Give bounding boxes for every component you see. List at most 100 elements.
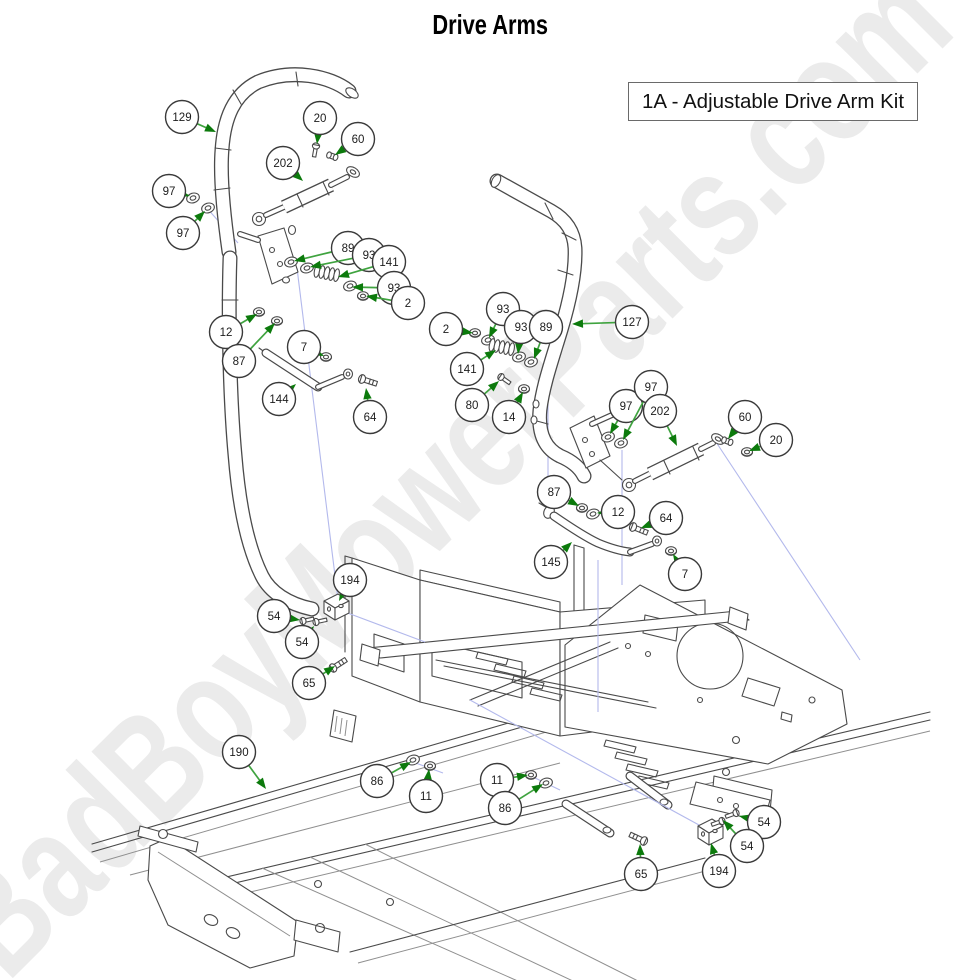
callout-65[interactable]: 65 <box>291 665 336 701</box>
page-title: Drive Arms <box>432 9 548 40</box>
vent-slot <box>603 739 637 754</box>
svg-text:97: 97 <box>620 401 633 413</box>
callout-20[interactable]: 20 <box>302 100 338 145</box>
callout-86[interactable]: 86 <box>487 784 544 826</box>
svg-text:97: 97 <box>163 186 176 198</box>
chassis-frame <box>91 544 931 980</box>
svg-text:194: 194 <box>340 575 360 587</box>
svg-text:80: 80 <box>466 400 479 412</box>
callout-2[interactable]: 2 <box>366 285 426 321</box>
callout-87[interactable]: 87 <box>221 323 276 379</box>
svg-text:54: 54 <box>296 637 309 649</box>
callout-14[interactable]: 14 <box>491 392 527 435</box>
svg-text:64: 64 <box>364 412 377 424</box>
callout-54[interactable]: 54 <box>739 804 782 840</box>
svg-text:86: 86 <box>371 776 384 788</box>
callout-87[interactable]: 87 <box>536 474 580 510</box>
left-damper-assembly <box>251 166 360 227</box>
svg-text:127: 127 <box>622 317 641 329</box>
callout-97[interactable]: 97 <box>165 211 206 251</box>
svg-text:14: 14 <box>503 412 516 424</box>
svg-text:194: 194 <box>709 866 729 878</box>
svg-text:12: 12 <box>220 327 233 339</box>
svg-text:190: 190 <box>229 747 248 759</box>
callout-7[interactable]: 7 <box>667 554 703 592</box>
callout-7[interactable]: 7 <box>286 329 325 365</box>
nut-glyph <box>664 546 678 556</box>
svg-text:86: 86 <box>499 803 512 815</box>
svg-text:65: 65 <box>303 678 316 690</box>
washer-glyph <box>184 190 202 206</box>
svg-text:87: 87 <box>233 356 246 368</box>
callout-64[interactable]: 64 <box>641 500 684 536</box>
callout-190[interactable]: 190 <box>221 734 267 790</box>
svg-text:202: 202 <box>273 158 292 170</box>
washer-glyph <box>612 436 630 450</box>
callout-12[interactable]: 12 <box>208 314 258 350</box>
callout-194[interactable]: 194 <box>701 843 737 889</box>
callout-80[interactable]: 80 <box>454 381 500 423</box>
callout-202[interactable]: 202 <box>265 145 304 182</box>
callout-20[interactable]: 20 <box>749 422 794 458</box>
callout-54[interactable]: 54 <box>256 598 301 634</box>
washer-glyph <box>298 261 316 275</box>
svg-text:145: 145 <box>541 557 560 569</box>
svg-text:54: 54 <box>758 817 771 829</box>
svg-text:60: 60 <box>739 412 752 424</box>
callout-2[interactable]: 2 <box>428 311 474 347</box>
svg-text:7: 7 <box>682 569 688 581</box>
callout-12[interactable]: 12 <box>597 494 636 530</box>
svg-text:11: 11 <box>491 775 503 787</box>
kit-label-box: 1A - Adjustable Drive Arm Kit <box>628 82 918 121</box>
svg-text:89: 89 <box>342 243 355 255</box>
callout-54[interactable]: 54 <box>723 820 765 864</box>
kit-label-text: 1A - Adjustable Drive Arm Kit <box>641 89 905 113</box>
callout-145[interactable]: 145 <box>533 542 573 580</box>
callout-11[interactable]: 11 <box>479 762 529 798</box>
nut-glyph <box>517 384 531 394</box>
nut-glyph <box>423 761 437 771</box>
callout-194[interactable]: 194 <box>332 562 368 602</box>
svg-text:97: 97 <box>645 382 658 394</box>
callout-60[interactable]: 60 <box>727 399 763 440</box>
left-arm-pivot <box>237 224 299 285</box>
callout-141[interactable]: 141 <box>449 350 497 387</box>
callout-127[interactable]: 127 <box>572 304 650 340</box>
callout-60[interactable]: 60 <box>335 121 376 157</box>
callout-89[interactable]: 89 <box>528 309 564 360</box>
svg-text:20: 20 <box>770 435 783 447</box>
callout-11[interactable]: 11 <box>408 769 444 814</box>
bolt-glyph <box>627 829 650 847</box>
callout-97[interactable]: 97 <box>151 173 191 209</box>
washer-glyph <box>537 776 555 790</box>
nut-glyph <box>319 352 333 362</box>
svg-text:97: 97 <box>177 228 190 240</box>
left-adjust-rod <box>258 347 379 392</box>
svg-text:2: 2 <box>405 298 411 310</box>
svg-text:144: 144 <box>269 394 289 406</box>
vent-slot <box>614 751 648 766</box>
callout-144[interactable]: 144 <box>261 381 297 417</box>
svg-text:12: 12 <box>612 507 625 519</box>
svg-text:89: 89 <box>540 322 553 334</box>
svg-text:141: 141 <box>457 364 476 376</box>
front-bumper <box>137 825 341 969</box>
callout-97[interactable]: 97 <box>608 388 644 435</box>
svg-text:11: 11 <box>420 791 432 803</box>
callout-64[interactable]: 64 <box>352 388 388 435</box>
svg-text:64: 64 <box>660 513 673 525</box>
right-damper-assembly <box>621 433 725 493</box>
right-adjust-rod <box>538 496 678 557</box>
callout-54[interactable]: 54 <box>284 624 320 660</box>
svg-text:202: 202 <box>650 406 669 418</box>
callout-86[interactable]: 86 <box>359 762 412 799</box>
svg-text:60: 60 <box>352 134 365 146</box>
fitting-glyph <box>720 435 735 447</box>
callout-202[interactable]: 202 <box>642 393 678 447</box>
nut-glyph <box>740 447 754 457</box>
callout-65[interactable]: 65 <box>623 844 659 892</box>
callout-129[interactable]: 129 <box>164 99 217 135</box>
